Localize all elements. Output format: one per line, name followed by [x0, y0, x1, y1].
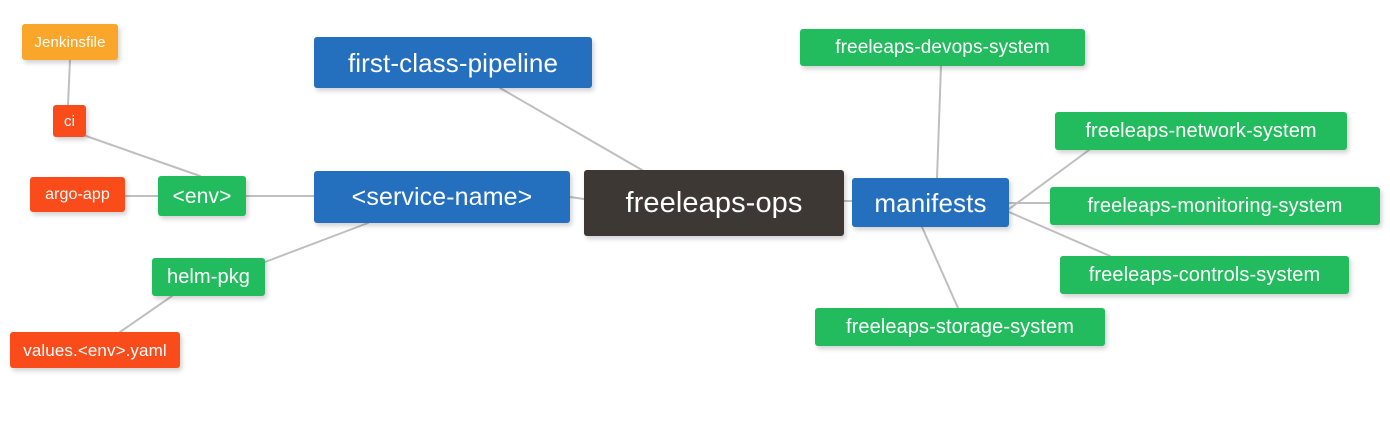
node-storage-system[interactable]: freeleaps-storage-system: [815, 308, 1105, 346]
node-label: argo-app: [45, 185, 110, 203]
node-label: values.<env>.yaml: [23, 340, 167, 360]
node-label: ci: [63, 112, 76, 130]
node-env[interactable]: <env>: [158, 176, 246, 216]
edge-service-name-to-helm-pkg: [264, 222, 369, 263]
node-label: <service-name>: [351, 182, 533, 211]
node-controls-system[interactable]: freeleaps-controls-system: [1060, 256, 1349, 294]
node-label: freeleaps-devops-system: [835, 37, 1050, 58]
edge-helm-pkg-to-values-env-yaml: [119, 295, 173, 333]
node-label: <env>: [172, 184, 232, 208]
node-label: helm-pkg: [166, 266, 251, 288]
node-label: freeleaps-ops: [625, 186, 803, 219]
node-service-name[interactable]: <service-name>: [314, 171, 570, 223]
edge-jenkinsfile-to-ci: [67, 59, 71, 106]
node-helm-pkg[interactable]: helm-pkg: [152, 258, 265, 296]
node-ci[interactable]: ci: [53, 105, 86, 137]
edge-manifests-to-storage-system: [921, 226, 959, 309]
node-monitoring-system[interactable]: freeleaps-monitoring-system: [1050, 187, 1380, 225]
node-argo-app[interactable]: argo-app: [30, 177, 125, 212]
node-freeleaps-ops[interactable]: freeleaps-ops: [584, 170, 844, 236]
node-devops-system[interactable]: freeleaps-devops-system: [800, 29, 1085, 66]
node-label: freeleaps-controls-system: [1088, 264, 1321, 286]
node-values-env-yaml[interactable]: values.<env>.yaml: [10, 332, 180, 368]
node-label: manifests: [874, 187, 987, 218]
edge-service-name-to-freeleaps-ops: [569, 196, 585, 200]
edge-first-class-pipeline-to-freeleaps-ops: [499, 87, 643, 171]
edge-ci-to-env: [85, 135, 201, 177]
node-label: Jenkinsfile: [34, 33, 106, 51]
edge-manifests-to-devops-system: [936, 65, 942, 179]
node-label: freeleaps-monitoring-system: [1087, 195, 1343, 217]
node-manifests[interactable]: manifests: [852, 178, 1009, 227]
node-first-class-pipeline[interactable]: first-class-pipeline: [314, 37, 592, 88]
node-label: freeleaps-storage-system: [845, 316, 1075, 338]
node-jenkinsfile[interactable]: Jenkinsfile: [22, 24, 118, 60]
node-network-system[interactable]: freeleaps-network-system: [1055, 112, 1347, 150]
node-label: freeleaps-network-system: [1085, 120, 1317, 142]
node-label: first-class-pipeline: [347, 47, 559, 78]
